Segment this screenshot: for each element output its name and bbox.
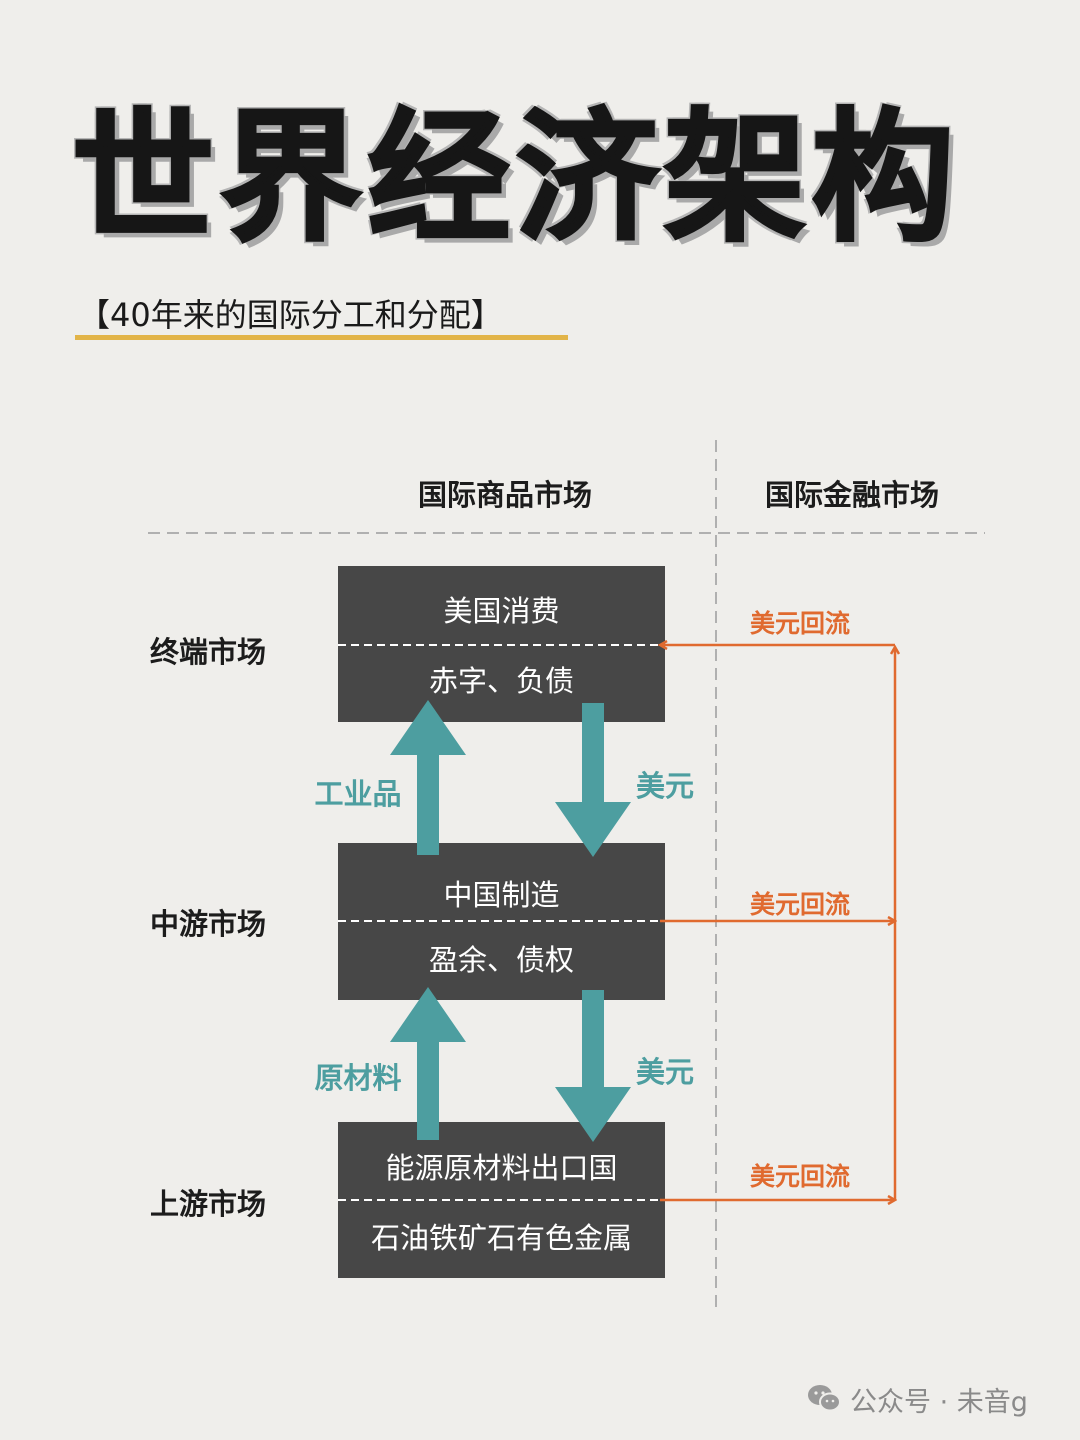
arrow-up-raw-materials — [390, 987, 466, 1140]
box-top-text: 能源原材料出口国 — [385, 1151, 618, 1185]
return-label: 美元回流 — [749, 890, 851, 919]
return-label: 美元回流 — [749, 609, 851, 638]
subtitle-underline — [75, 335, 568, 340]
row-label-midstream: 中游市场 — [150, 907, 267, 941]
arrow-down-dollar — [555, 703, 631, 857]
box-top-text: 美国消费 — [443, 594, 560, 628]
box-bottom-text: 赤字、负债 — [428, 664, 574, 698]
subtitle: 【40年来的国际分工和分配】 — [78, 296, 503, 334]
wechat-icon — [808, 1385, 841, 1412]
column-header-finance: 国际金融市场 — [764, 478, 940, 512]
page-title: 世界经济架构 — [71, 96, 960, 261]
column-header-goods: 国际商品市场 — [417, 478, 593, 512]
arrow-up-industrial-goods — [390, 700, 466, 855]
box-top-text: 中国制造 — [443, 878, 560, 912]
flow-label-dollar: 美元 — [635, 769, 695, 803]
return-label: 美元回流 — [749, 1162, 851, 1191]
row-label-terminal: 终端市场 — [150, 635, 267, 669]
box-bottom-text: 盈余、债权 — [428, 943, 574, 977]
flow-label-raw-materials: 原材料 — [314, 1061, 402, 1095]
arrow-down-dollar-2 — [555, 990, 631, 1142]
flow-label-dollar-2: 美元 — [635, 1055, 695, 1089]
watermark: 公众号 · 未音g — [850, 1387, 1028, 1418]
flow-label-industrial-goods: 工业品 — [314, 777, 402, 811]
box-bottom-text: 石油铁矿石有色金属 — [370, 1221, 632, 1255]
row-label-upstream: 上游市场 — [150, 1187, 267, 1221]
box-terminal-market: 美国消费 赤字、负债 — [338, 566, 665, 722]
